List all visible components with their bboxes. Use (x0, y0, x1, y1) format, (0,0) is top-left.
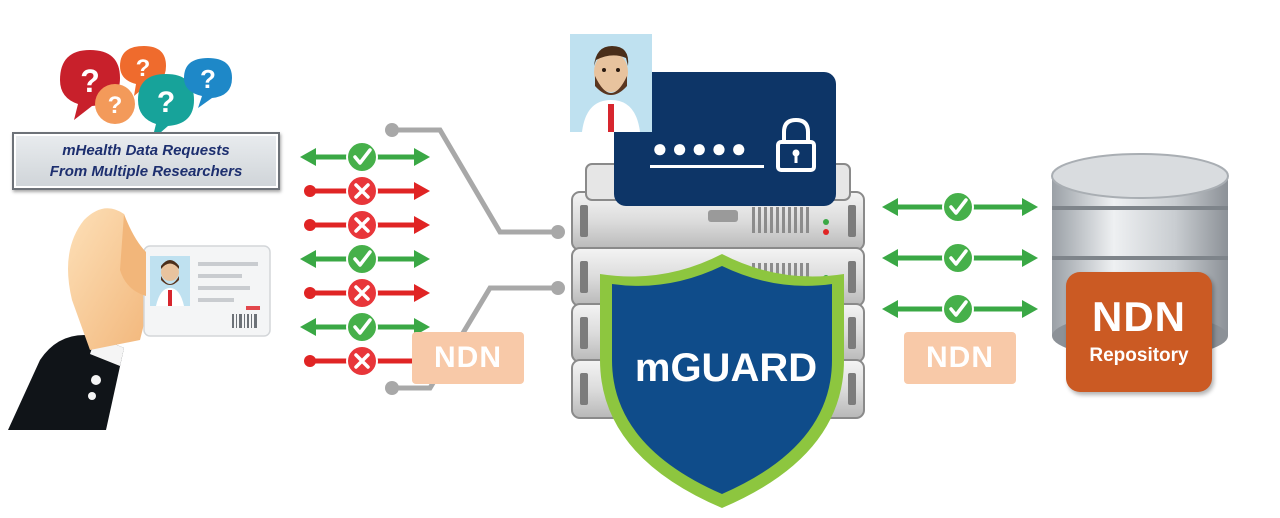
arrow-head-right (414, 182, 430, 200)
question-mark: ? (136, 55, 151, 82)
arrow-head-right (414, 148, 430, 166)
link-arrow (882, 191, 1038, 223)
question-mark: ? (80, 63, 100, 99)
arrow-head-left (300, 318, 316, 336)
arrow-head-left (882, 198, 898, 216)
user-avatar (570, 34, 652, 132)
link-arrow (882, 293, 1038, 325)
mguard-shield (600, 254, 844, 508)
password-mask: ●●●●● (652, 133, 751, 163)
arrow-head-left (300, 250, 316, 268)
requests-label-line2: From Multiple Researchers (49, 163, 243, 180)
request-arrows-left (300, 141, 430, 377)
arrow-head-right (414, 318, 430, 336)
question-bubble-blue: ? (184, 58, 232, 108)
arrow-head-left (882, 249, 898, 267)
ndn-tag-left: NDN (412, 332, 524, 384)
repository-subtitle: Repository (1089, 345, 1189, 366)
barcode-icon (232, 314, 257, 328)
arrow-head-right (414, 284, 430, 302)
check-badge-icon (346, 311, 378, 343)
arrow-head-right (1022, 198, 1038, 216)
check-badge-icon (942, 191, 974, 223)
check-badge-icon (942, 242, 974, 274)
request-arrow (304, 209, 430, 241)
mguard-label: mGUARD (634, 346, 818, 390)
check-mark (949, 300, 968, 317)
arrow-head-right (1022, 300, 1038, 318)
request-arrow (300, 141, 430, 173)
ndn-tag-right: NDN (904, 332, 1016, 384)
check-mark (353, 250, 372, 267)
request-arrow (300, 243, 430, 275)
arrow-head-left (882, 300, 898, 318)
check-mark (949, 198, 968, 215)
check-mark (353, 318, 372, 335)
cross-mark (354, 285, 370, 301)
researcher-id-card-illustration (8, 208, 271, 430)
arrow-head-left (300, 148, 316, 166)
request-arrow (304, 345, 430, 377)
arrow-head-right (414, 250, 430, 268)
link-arrows-right (882, 191, 1038, 325)
question-mark: ? (108, 92, 123, 119)
question-bubble-teal: ? (138, 74, 194, 140)
lock-icon (776, 117, 816, 172)
check-badge-icon (346, 243, 378, 275)
cross-mark (354, 183, 370, 199)
repository-title: NDN (1092, 293, 1186, 340)
arrow-head-right (1022, 249, 1038, 267)
arrow-head-right (414, 216, 430, 234)
question-mark: ? (200, 64, 216, 94)
ndn-repository-box: NDN Repository (1066, 272, 1212, 392)
requests-label-line1: mHealth Data Requests (62, 142, 230, 159)
check-mark (949, 249, 968, 266)
cross-mark (354, 217, 370, 233)
question-bubble-light-orange: ? (95, 84, 135, 124)
question-mark: ? (157, 86, 175, 119)
check-badge-icon (346, 141, 378, 173)
request-arrow (300, 311, 430, 343)
check-mark (353, 148, 372, 165)
check-badge-icon (942, 293, 974, 325)
question-bubbles-icon: ? ? ? ? ? (60, 46, 232, 140)
request-arrow (304, 277, 430, 309)
link-arrow (882, 242, 1038, 274)
login-panel: ●●●●● (614, 72, 836, 206)
request-arrow (304, 175, 430, 207)
cross-mark (354, 353, 370, 369)
requests-label: mHealth Data Requests From Multiple Rese… (12, 132, 280, 190)
